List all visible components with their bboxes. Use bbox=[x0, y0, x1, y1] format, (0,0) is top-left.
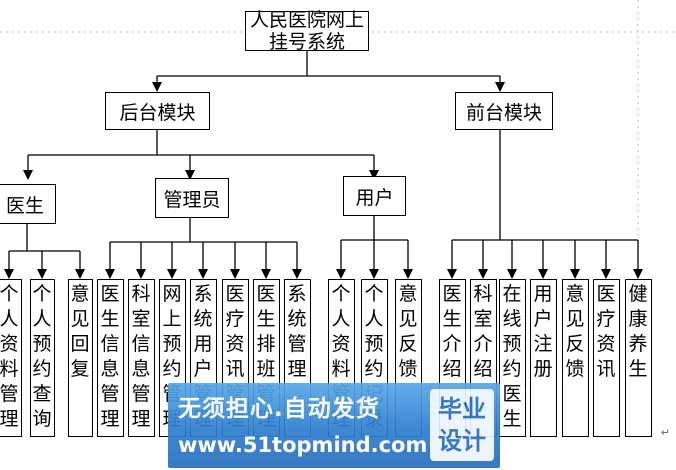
arrowhead bbox=[447, 269, 457, 279]
arrowhead bbox=[507, 269, 517, 279]
root-node: 人民医院网上挂号系统 bbox=[245, 9, 369, 53]
leaf-front-3-label: 用户注册 bbox=[533, 283, 553, 380]
watermark-banner: 无须担心.自动发货 www.51topmind.com 毕业 设计 bbox=[168, 383, 500, 468]
leaf-doctor-0-label: 个人资料管理 bbox=[0, 283, 19, 430]
leaf-front-1-label: 科室介绍 bbox=[473, 283, 493, 380]
arrowhead bbox=[23, 170, 33, 180]
arrowhead bbox=[633, 269, 643, 279]
watermark-line1: 无须担心.自动发货 bbox=[178, 396, 380, 422]
leaf-user-2-label: 意见反馈 bbox=[398, 283, 418, 380]
arrowhead bbox=[478, 269, 488, 279]
arrowhead bbox=[185, 170, 195, 180]
arrowhead bbox=[4, 269, 14, 279]
leaf-front-6: 健康养生 bbox=[624, 279, 652, 437]
arrowhead bbox=[136, 269, 146, 279]
leaf-admin-6-label: 系统管理 bbox=[287, 283, 307, 380]
node-admin-label: 管理员 bbox=[163, 188, 221, 211]
node-doctor-label: 医生 bbox=[5, 194, 44, 217]
arrowhead bbox=[152, 82, 162, 92]
watermark-logo-bottom: 设计 bbox=[438, 427, 486, 455]
watermark-line2: www.51topmind.com bbox=[178, 433, 428, 457]
leaf-doctor-0: 个人资料管理 bbox=[0, 279, 22, 437]
leaf-front-3: 用户注册 bbox=[529, 279, 557, 437]
watermark-logo-top: 毕业 bbox=[438, 395, 486, 423]
node-user-label: 用户 bbox=[355, 186, 394, 209]
node-backend-module-label: 后台模块 bbox=[119, 101, 196, 124]
node-backend-module: 后台模块 bbox=[105, 92, 210, 130]
leaf-doctor-1: 个人预约查询 bbox=[29, 279, 55, 437]
watermark-logo: 毕业 设计 bbox=[430, 389, 494, 461]
arrowhead bbox=[292, 269, 302, 279]
leaf-doctor-2: 意见回复 bbox=[67, 279, 93, 437]
leaf-front-0-label: 医生介绍 bbox=[442, 283, 462, 380]
arrowhead bbox=[570, 269, 580, 279]
arrowhead bbox=[230, 269, 240, 279]
node-frontend-module: 前台模块 bbox=[455, 92, 553, 130]
leaf-doctor-2-label: 意见回复 bbox=[70, 283, 90, 380]
leaf-front-2-label: 在线预约医生 bbox=[502, 283, 522, 430]
arrowhead bbox=[261, 269, 271, 279]
root-node-label: 人民医院网上挂号系统 bbox=[249, 9, 364, 53]
leaf-front-5-label: 医疗资讯 bbox=[596, 283, 616, 380]
arrowhead bbox=[601, 269, 611, 279]
arrowhead bbox=[75, 269, 85, 279]
arrowhead bbox=[105, 269, 115, 279]
arrowhead bbox=[167, 269, 177, 279]
leaf-front-4: 意见反馈 bbox=[561, 279, 589, 437]
leaf-front-5: 医疗资讯 bbox=[592, 279, 620, 437]
node-doctor: 医生 bbox=[0, 184, 56, 224]
node-admin: 管理员 bbox=[155, 178, 229, 218]
arrowhead bbox=[369, 170, 379, 180]
leaf-admin-1-label: 科室信息管理 bbox=[131, 283, 151, 430]
arrowhead bbox=[336, 269, 346, 279]
leaf-doctor-1-label: 个人预约查询 bbox=[32, 283, 52, 430]
leaf-front-2: 在线预约医生 bbox=[498, 279, 526, 437]
arrowhead bbox=[403, 269, 413, 279]
leaf-front-6-label: 健康养生 bbox=[628, 283, 648, 380]
paragraph-mark: ↵ bbox=[660, 426, 670, 439]
arrowhead bbox=[538, 269, 548, 279]
leaf-front-0: 医生介绍 bbox=[438, 279, 466, 437]
node-frontend-module-label: 前台模块 bbox=[465, 101, 542, 124]
arrowhead bbox=[37, 269, 47, 279]
leaf-admin-0: 医生信息管理 bbox=[96, 279, 124, 437]
leaf-admin-1: 科室信息管理 bbox=[127, 279, 155, 437]
leaf-front-4-label: 意见反馈 bbox=[565, 283, 585, 380]
arrowhead bbox=[198, 269, 208, 279]
node-user: 用户 bbox=[343, 176, 406, 216]
arrowhead bbox=[369, 269, 379, 279]
leaf-admin-0-label: 医生信息管理 bbox=[100, 283, 120, 430]
arrowhead bbox=[495, 82, 505, 92]
